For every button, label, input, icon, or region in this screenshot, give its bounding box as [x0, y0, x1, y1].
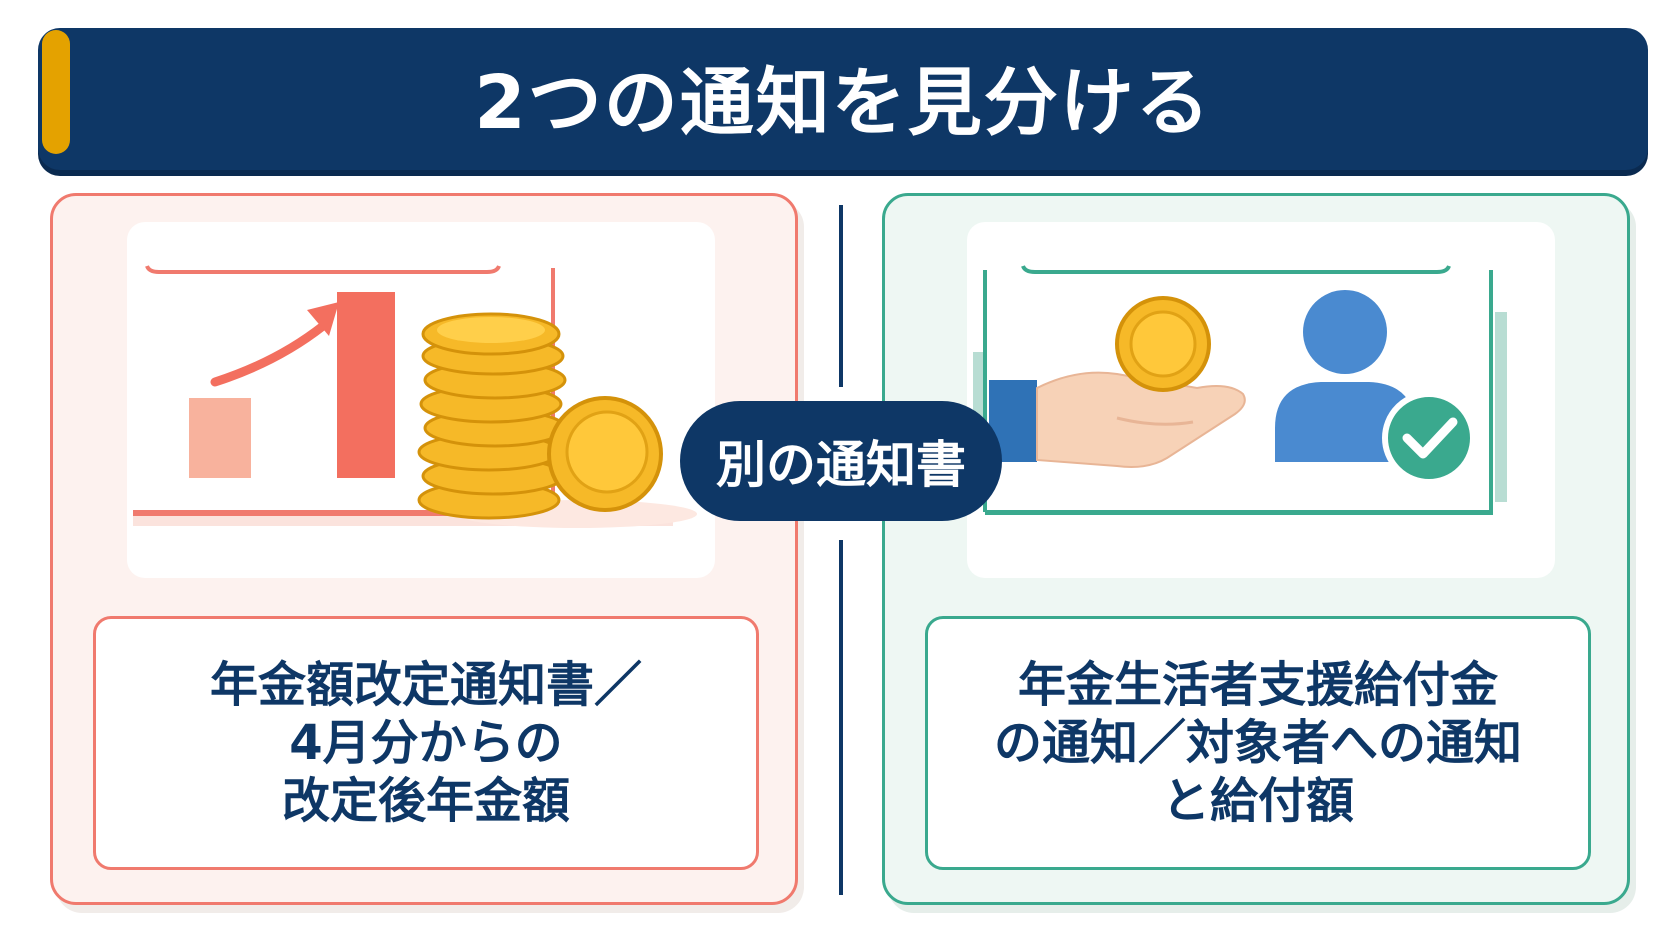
rising-bar-chart-icon [133, 265, 673, 526]
left-panel: 年金額改定通知書／ 4月分からの 改定後年金額 [50, 193, 798, 905]
right-notice-line-3: と給付額 [1161, 773, 1354, 829]
hand-giving-coin-icon [973, 265, 1507, 515]
right-notice-line-2: の通知／対象者への通知 [993, 715, 1522, 771]
left-notice-text: 年金額改定通知書／ 4月分からの 改定後年金額 [210, 656, 642, 830]
right-notice-text: 年金生活者支援給付金 の通知／対象者への通知 と給付額 [994, 656, 1522, 830]
left-notice-box: 年金額改定通知書／ 4月分からの 改定後年金額 [93, 616, 759, 870]
right-notice-line-1: 年金生活者支援給付金 [1017, 657, 1498, 713]
right-illustration-card [967, 222, 1555, 578]
person-check-icon [1275, 290, 1476, 485]
page-title: 2つの通知を見分ける [474, 59, 1212, 146]
header-banner: 2つの通知を見分ける [38, 28, 1648, 170]
left-illustration-card [127, 222, 715, 578]
coin-stack-icon [417, 312, 697, 528]
left-notice-line-2: 4月分からの [289, 715, 563, 771]
right-notice-box: 年金生活者支援給付金 の通知／対象者への通知 と給付額 [925, 616, 1591, 870]
center-divider-bottom [839, 540, 843, 895]
center-divider-top [839, 205, 843, 387]
left-notice-line-1: 年金額改定通知書／ [209, 657, 642, 713]
left-notice-line-3: 改定後年金額 [281, 773, 570, 829]
header-accent-bar [42, 30, 70, 154]
right-panel: 年金生活者支援給付金 の通知／対象者への通知 と給付額 [882, 193, 1630, 905]
center-badge: 別の通知書 [680, 401, 1002, 521]
